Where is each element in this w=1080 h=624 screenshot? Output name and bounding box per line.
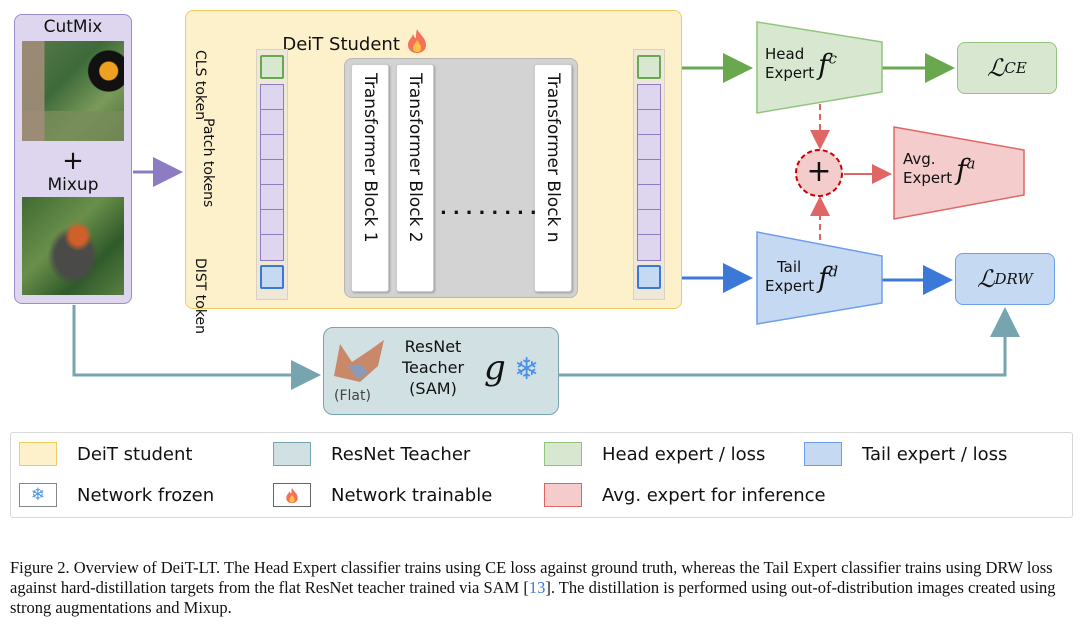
legend-item-head-expert: Head expert / loss — [544, 442, 765, 466]
arrow-teacher-to-drw — [559, 307, 1020, 377]
legend-swatch — [19, 442, 57, 466]
cutmix-image — [22, 41, 124, 141]
input-patch-tokens — [260, 84, 284, 261]
augmentation-panel: CutMix + Mixup — [14, 14, 132, 304]
ellipsis: ........ — [440, 198, 543, 219]
citation-link[interactable]: 13 — [528, 578, 546, 597]
flame-icon — [273, 483, 311, 507]
sum-icon: + — [806, 154, 832, 189]
cutmix-label: CutMix — [43, 17, 103, 37]
flame-icon — [406, 28, 428, 59]
flat-label: (Flat) — [334, 388, 371, 404]
legend-item-network-frozen: ❄ Network frozen — [19, 483, 214, 507]
patch-tokens-label: Patch tokens — [200, 118, 216, 208]
head-expert-shape — [756, 21, 883, 114]
output-dist-token — [637, 265, 661, 289]
cls-token-label: CLS token — [192, 50, 208, 121]
legend-swatch — [544, 483, 582, 507]
snowflake-icon: ❄ — [19, 483, 57, 507]
mixup-image — [22, 197, 124, 295]
arrow-input-to-teacher — [72, 305, 321, 390]
mixup-label: Mixup — [47, 175, 99, 195]
transformer-block-1: Transformer Block 1 — [351, 64, 389, 292]
tail-expert-shape — [756, 231, 883, 325]
transformer-block-2: Transformer Block 2 — [396, 64, 434, 292]
legend-swatch — [273, 442, 311, 466]
avg-expert: Avg.Expert fa — [903, 150, 976, 187]
legend-item-network-trainable: Network trainable — [273, 483, 492, 507]
plus-icon: + — [62, 146, 84, 176]
teacher-symbol: g — [484, 348, 506, 388]
input-cls-token — [260, 55, 284, 79]
sum-node — [795, 149, 843, 197]
input-dist-token — [260, 265, 284, 289]
output-cls-token — [637, 55, 661, 79]
legend-item-tail-expert: Tail expert / loss — [804, 442, 1007, 466]
student-title-text: DeiT Student — [282, 34, 400, 55]
legend-item-deit-student: DeiT student — [19, 442, 192, 466]
output-patch-tokens — [637, 84, 661, 261]
tail-expert-symbol: fd — [818, 260, 839, 294]
legend-item-resnet-teacher: ResNet Teacher — [273, 442, 470, 466]
avg-expert-symbol: fa — [956, 152, 976, 186]
student-title: DeiT Student — [200, 28, 510, 59]
loss-landscape-icon — [334, 340, 384, 382]
head-expert-symbol: fc — [818, 47, 837, 81]
figure-caption: Figure 2. Overview of DeiT-LT. The Head … — [10, 558, 1056, 617]
avg-expert-shape — [893, 126, 1025, 220]
legend-swatch — [544, 442, 582, 466]
snowflake-icon: ❄ — [514, 352, 540, 387]
dist-token-label: DIST token — [192, 258, 208, 334]
legend-swatch — [804, 442, 842, 466]
legend-item-avg-expert: Avg. expert for inference — [544, 483, 826, 507]
transformer-block-n: Transformer Block n — [534, 64, 572, 292]
legend: DeiT student ResNet Teacher Head expert … — [10, 432, 1073, 518]
